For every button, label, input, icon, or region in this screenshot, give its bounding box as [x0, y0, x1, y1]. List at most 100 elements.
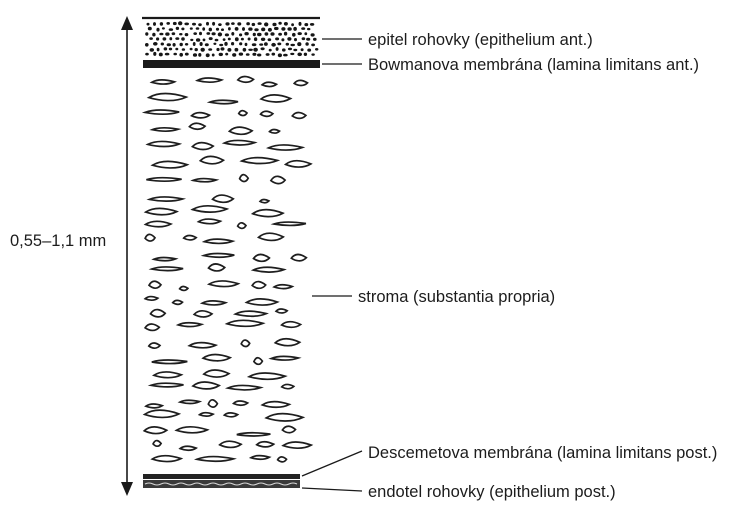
stroma-lamella: [151, 310, 166, 317]
epithelium-cell: [218, 32, 222, 36]
epithelium-cell: [270, 32, 274, 36]
stroma-lamella: [176, 427, 207, 433]
epithelium-cell: [159, 33, 163, 36]
epithelium-cell: [306, 38, 310, 41]
endothelium-layer: [143, 480, 300, 488]
stroma-lamella: [204, 239, 232, 243]
epithelium-cell: [169, 48, 172, 51]
epithelium-cell: [272, 23, 276, 26]
stroma-lamella: [261, 95, 291, 102]
epithelium-cell: [162, 27, 165, 29]
epithelium-cell: [290, 53, 294, 55]
leader-lines: [302, 39, 362, 491]
epithelium-cell: [179, 53, 183, 57]
epithelium-cell: [246, 22, 250, 25]
epithelium-cell: [212, 54, 215, 57]
stroma-lamella: [235, 311, 266, 316]
descemet-membrane: [143, 474, 300, 479]
epithelium-cell: [218, 23, 222, 26]
epithelium-cell: [235, 48, 239, 52]
epithelium-cell: [278, 33, 282, 36]
epithelium-cells: [145, 21, 318, 57]
thickness-label: 0,55–1,1 mm: [10, 232, 106, 250]
label-endothelium: endotel rohovky (epithelium post.): [368, 483, 616, 501]
epithelium-cell: [153, 52, 156, 56]
epithelium-cell: [239, 33, 242, 36]
stroma-lamella: [275, 339, 299, 346]
epithelium-cell: [185, 33, 189, 36]
epithelium-cell: [304, 23, 308, 26]
stroma-lamella: [271, 356, 298, 360]
epithelium-cell: [209, 37, 213, 40]
epithelium-cell: [181, 28, 184, 31]
stroma-lamella: [154, 257, 176, 260]
epithelium-cell: [281, 38, 284, 41]
stroma-lamella: [257, 442, 274, 447]
epithelium-cell: [164, 47, 168, 50]
stroma-lamella: [145, 297, 158, 301]
stroma-lamella: [227, 320, 263, 326]
stroma-lamella: [145, 234, 155, 241]
epithelium-cell: [311, 44, 315, 47]
stroma-lamella: [254, 358, 263, 365]
stroma-lamella: [146, 178, 181, 181]
epithelium-cell: [311, 53, 314, 55]
epithelium-cell: [182, 48, 185, 51]
stroma-lamella: [252, 282, 266, 289]
epithelium-cell: [145, 53, 149, 56]
stroma-lamella: [180, 400, 200, 403]
epithelium-cell: [268, 28, 272, 32]
epithelium-cell: [219, 44, 223, 46]
epithelium-cell: [305, 42, 308, 46]
epithelium-cell: [190, 27, 193, 29]
stroma-lamella: [210, 100, 238, 103]
epithelium-cell: [277, 43, 281, 46]
stroma-lamella: [240, 175, 249, 182]
epithelium-cell: [178, 21, 182, 25]
stroma-lamella: [145, 110, 179, 114]
epithelium-cell: [231, 32, 234, 36]
stroma-lamella: [148, 141, 180, 146]
stroma-lamella: [274, 285, 292, 289]
stroma-lamella: [180, 446, 196, 450]
stroma-lamella: [184, 235, 197, 239]
epithelium-cell: [254, 28, 258, 31]
epithelium-cell: [246, 53, 250, 56]
stroma-lamella: [145, 324, 159, 330]
epithelium-cell: [266, 53, 270, 56]
epithelium-cell: [259, 43, 263, 45]
epithelium-cell: [221, 28, 224, 31]
stroma-lamella: [180, 287, 188, 291]
stroma-lamella: [270, 129, 280, 133]
stroma-lamella: [292, 112, 306, 118]
epithelium-cell: [150, 48, 154, 52]
epithelium-cell: [248, 49, 253, 51]
epithelium-cell: [284, 22, 288, 26]
stroma-lamella: [261, 111, 273, 116]
epithelium-cell: [196, 38, 200, 42]
epithelium-cell: [248, 38, 251, 41]
stroma-lamella: [242, 158, 278, 164]
epithelium-cell: [235, 37, 239, 41]
epithelium-cell: [299, 22, 302, 26]
stroma-lamella: [194, 311, 212, 317]
epithelium-cell: [274, 27, 279, 30]
epithelium-cell: [253, 33, 256, 36]
epithelium-cell: [206, 32, 210, 35]
epithelium-cell: [281, 27, 285, 31]
stroma-lamella: [146, 208, 177, 214]
stroma-lamella: [152, 360, 188, 364]
stroma-lamella: [237, 433, 271, 436]
stroma-lamella: [209, 264, 225, 271]
stroma-lamella: [234, 401, 248, 405]
epithelium-cell: [253, 48, 258, 52]
epithelium-cell: [167, 43, 171, 46]
label-descemet: Descemetova membrána (lamina limitans po…: [368, 444, 717, 462]
stroma-lamella: [199, 219, 221, 224]
stroma-lamella: [253, 210, 283, 217]
epithelium-cell: [216, 48, 219, 51]
epithelium-cell: [242, 27, 245, 31]
stroma-lamella: [200, 156, 223, 163]
stroma-lamella: [193, 206, 227, 212]
epithelium-cell: [283, 54, 288, 57]
